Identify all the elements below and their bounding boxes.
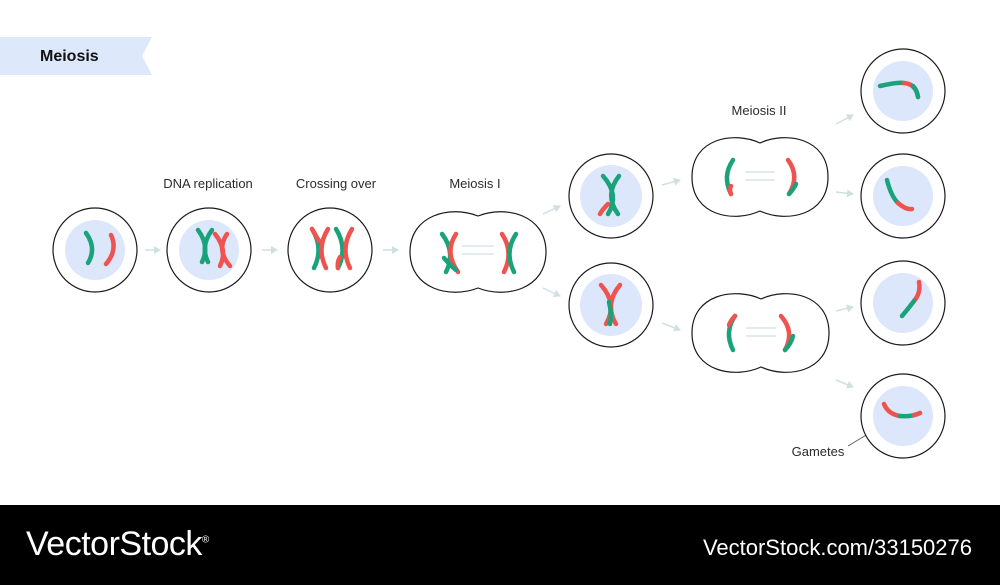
chromatid-red-segment [335,254,343,271]
chromosome-green [899,298,917,319]
label-crossing-over: Crossing over [296,176,377,191]
watermark-banner: VectorStock® VectorStock.com/33150276 [0,505,1000,585]
chromatid-red [319,226,331,271]
gamete-3 [860,260,946,346]
watermark-logo: VectorStock® [26,525,209,564]
page-title: Meiosis [40,48,99,65]
label-meiosis-1: Meiosis I [449,176,500,191]
chromatid-green-segment [606,299,614,327]
cell-membrane [691,293,830,373]
chromosome-green-segment [782,333,796,353]
chromatid-green [202,227,215,265]
spindle-lines [746,327,776,337]
chromosome-green-segment [910,83,921,100]
cell-dna-replication [166,207,252,293]
arrow [835,379,854,389]
nucleus [873,61,933,121]
chromosome-green [83,230,95,266]
cell-membrane [409,211,547,293]
chromatid-green-segment [441,255,459,273]
gamete-4 [860,373,946,459]
cell-meiosis-1 [409,211,547,293]
arrow [542,204,561,215]
nucleus [873,273,933,333]
cell-crossing-over [287,207,373,293]
arrow [661,322,681,332]
chromatid-green [507,231,519,275]
chromatid-red-segment [597,201,611,217]
cell-meiosis-2-bottom [691,293,830,373]
watermark-url: VectorStock.com/33150276 [702,535,972,560]
spindle-lines [462,245,494,255]
label-gametes: Gametes [792,444,845,459]
spindle-lines [745,171,775,181]
nucleus [179,220,239,280]
cell-daughter-top [568,153,654,239]
meiosis-diagram: Meiosis DNA replication Crossing over Me… [0,37,946,459]
flow-arrows [145,114,854,389]
watermark-reg-mark: ® [201,534,209,546]
cell-daughter-bottom [568,262,654,348]
label-dna-replication: DNA replication [163,176,253,191]
gamete-2 [860,153,946,239]
cell-membrane [287,207,373,293]
chromosome-red-segment [726,313,738,328]
nucleus [873,166,933,226]
arrow [661,177,681,186]
chromatid-red [343,226,355,271]
arrow [835,114,854,125]
arrow [542,287,561,298]
arrow [835,189,854,198]
chromosome-red [103,232,116,267]
watermark-logo-text: VectorStock [26,525,202,563]
chromosome-red-segment [911,410,923,418]
chromatid-red-segment [309,226,322,244]
cell-membrane [691,137,829,217]
title-ribbon-bg [0,37,152,75]
arrow [835,304,854,313]
chromosome-green-segment [786,181,799,197]
chromatid-green [609,173,622,217]
chromosome-red [895,200,915,212]
title-ribbon: Meiosis [0,37,152,75]
chromosome-red-segment [727,183,734,197]
cell-meiosis-2-top [691,137,829,217]
label-meiosis-2: Meiosis II [732,103,787,118]
gamete-1 [860,48,946,134]
nucleus [65,220,125,280]
chromatid-red [220,231,233,269]
cell-initial [52,207,138,293]
